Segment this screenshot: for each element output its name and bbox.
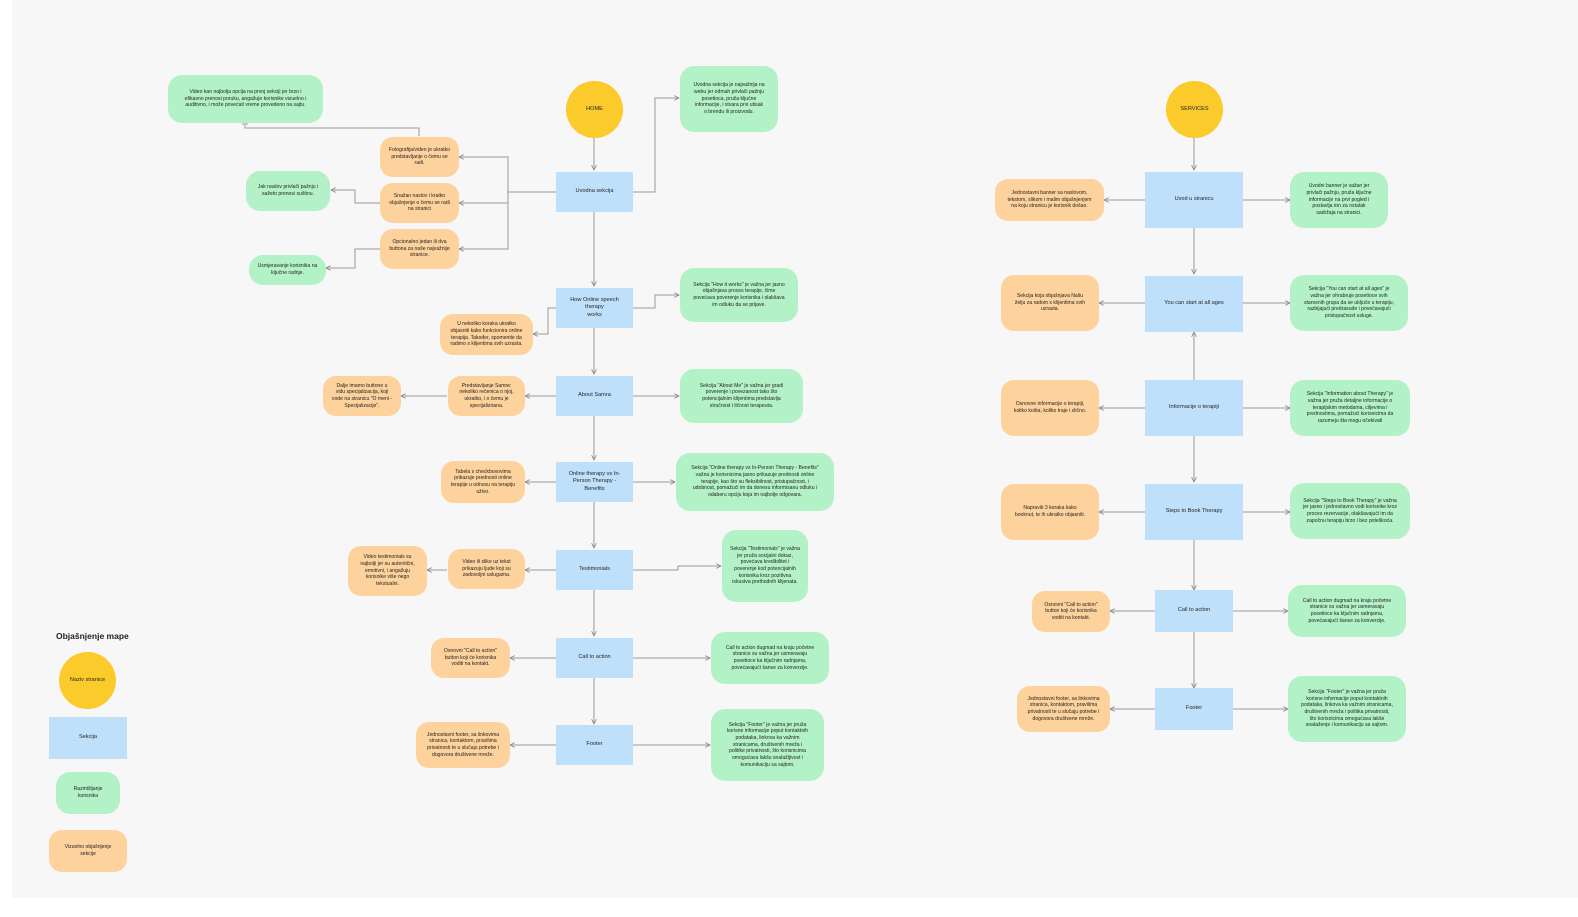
user-thought-note: Sekcija "Information about Therapy" je v… — [1290, 380, 1410, 436]
section-node: Call to action — [556, 638, 633, 678]
legend-section-swatch: Sekcija — [49, 717, 127, 759]
section-node: How Online speech therapy works — [556, 288, 633, 328]
page-node-services: SERVICES — [1166, 81, 1223, 138]
visual-explanation-note: Fotografija/video je ukratko predstavlja… — [380, 137, 459, 177]
visual-explanation-note: Video ili slike uz tekst prikazuju ljude… — [448, 549, 525, 589]
user-thought-note: Sekcija "Steps to Book Therapy" je važna… — [1290, 483, 1410, 539]
visual-explanation-note: Tabela s checkboxovima prikazuje prednos… — [441, 461, 525, 503]
visual-explanation-note: Jednostavni footer, sa linkovima stranic… — [416, 722, 510, 768]
page-node-home: HOME — [566, 81, 623, 138]
visual-explanation-note: Osnovni "Call to action" button koji će … — [1032, 591, 1110, 632]
visual-explanation-note: Osnovne informacije o terapiji, koliko k… — [1001, 380, 1099, 436]
section-node: Footer — [556, 725, 633, 765]
user-thought-note: Call to action dugmad na kraju početne s… — [711, 632, 829, 684]
section-node: About Samra — [556, 376, 633, 416]
user-thought-note: Sekcija "Online therapy vs In-Person The… — [676, 453, 834, 511]
section-node: Online therapy vs In- Person Therapy - B… — [556, 462, 633, 502]
user-thought-note: Sekcija "How it works" je važna jer jasn… — [680, 268, 798, 322]
legend-title: Objašnjenje mape — [56, 631, 129, 641]
user-thought-note: Call to action dugmad na kraju početne s… — [1288, 585, 1406, 637]
section-node: Uvod u stranicu — [1145, 172, 1243, 228]
user-thought-note: Uvodna sekcija je najvažnija na webu jer… — [680, 66, 778, 132]
section-node: Footer — [1155, 688, 1233, 730]
visual-explanation-note: Predstavljanje Samre: nekoliko rečenica … — [448, 376, 525, 416]
user-thought-note: Video kao najbolja opcija na prvoj sekci… — [168, 75, 323, 123]
legend-user-thought-swatch: Razmišljanje korisnika — [56, 772, 120, 814]
visual-explanation-note: Video testimonials su najbolji jer su au… — [348, 546, 427, 596]
section-node: Steps to Book Therapy — [1145, 484, 1243, 540]
visual-explanation-note: Opcionalno jedan ili dva buttona za naše… — [380, 229, 459, 269]
user-thought-note: Uvodni banner je važan jer privlači pažn… — [1290, 172, 1388, 228]
section-node: Uvodna sekcija — [556, 172, 633, 212]
visual-explanation-note: Osnovni "Call to action" button koji će … — [431, 638, 510, 678]
visual-explanation-note: Sekcija koja objašnjava Našu želju za ra… — [1001, 275, 1099, 331]
visual-explanation-note: U nekoliko koraka ukratko objasniti kako… — [440, 314, 533, 355]
legend-page-swatch: Naziv stranice — [59, 652, 116, 709]
section-node: You can start at all ages — [1145, 276, 1243, 332]
user-thought-note: Sekcija "Testimonials" je važna jer pruž… — [722, 530, 808, 602]
visual-explanation-note: Dalje imamo buttone u vidu specijalizaci… — [323, 376, 401, 416]
section-node: Informacije o terapiji — [1145, 380, 1243, 436]
user-thought-note: Sekcija "Footer" je važna jer pruža kori… — [711, 709, 824, 781]
section-node: Call to action — [1155, 590, 1233, 632]
user-thought-note: Sekcija "You can start at all ages" je v… — [1290, 275, 1408, 331]
visual-explanation-note: Jednostavni footer, sa linkovima stranic… — [1017, 686, 1110, 732]
user-thought-note: Jak naslov privlači pažnju i sažeto pren… — [246, 171, 330, 211]
visual-explanation-note: Napraviti 3 koraka kako booknut, te ih u… — [1001, 484, 1099, 540]
visual-explanation-note: Snažan naslov i kratko objašnjenje o čem… — [380, 183, 459, 223]
user-thought-note: Sekcija "About Me" je važna jer gradi po… — [680, 369, 803, 423]
user-thought-note: Usmjeravanje korisnika na ključne radnje… — [249, 255, 326, 285]
user-thought-note: Sekcija "Footer" je važna jer pruža kori… — [1288, 676, 1406, 742]
visual-explanation-note: Jednostavni banner sa naslovom, tekstom,… — [995, 179, 1104, 221]
section-node: Testimonials — [556, 550, 633, 590]
legend-visual-swatch: Vizuelno objašnjenje sekcije — [49, 830, 127, 872]
